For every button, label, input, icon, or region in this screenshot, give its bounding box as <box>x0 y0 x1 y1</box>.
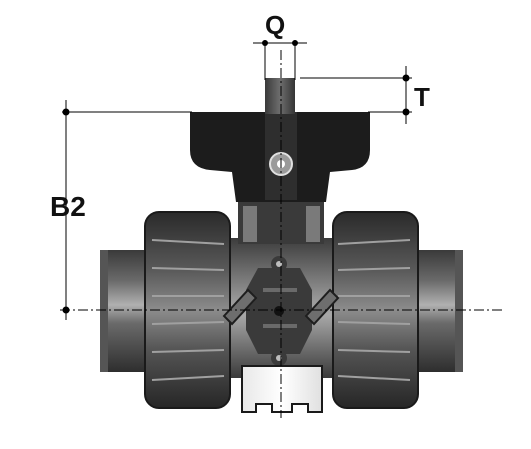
center-lines <box>60 50 505 418</box>
dimension-q <box>253 40 307 80</box>
dimension-t-tick-bottom <box>402 108 410 116</box>
mounting-base <box>241 365 323 413</box>
dimension-label-q: Q <box>265 10 285 40</box>
dimension-q-tick-left <box>262 40 268 46</box>
valve-handle <box>190 112 370 202</box>
dimension-q-tick-right <box>292 40 298 46</box>
dimension-b2-tick-bottom <box>62 306 70 314</box>
dimension-t-tick-top <box>402 74 410 82</box>
dimension-b2-tick-top <box>62 108 70 116</box>
actuator-slot-right <box>304 288 340 326</box>
center-flange <box>246 256 312 366</box>
dimension-label-t: T <box>414 82 430 112</box>
dimension-label-b2: B2 <box>50 191 86 222</box>
valve-stem <box>265 78 295 114</box>
actuator-slot-left <box>222 288 258 326</box>
dimension-b2 <box>62 100 192 320</box>
